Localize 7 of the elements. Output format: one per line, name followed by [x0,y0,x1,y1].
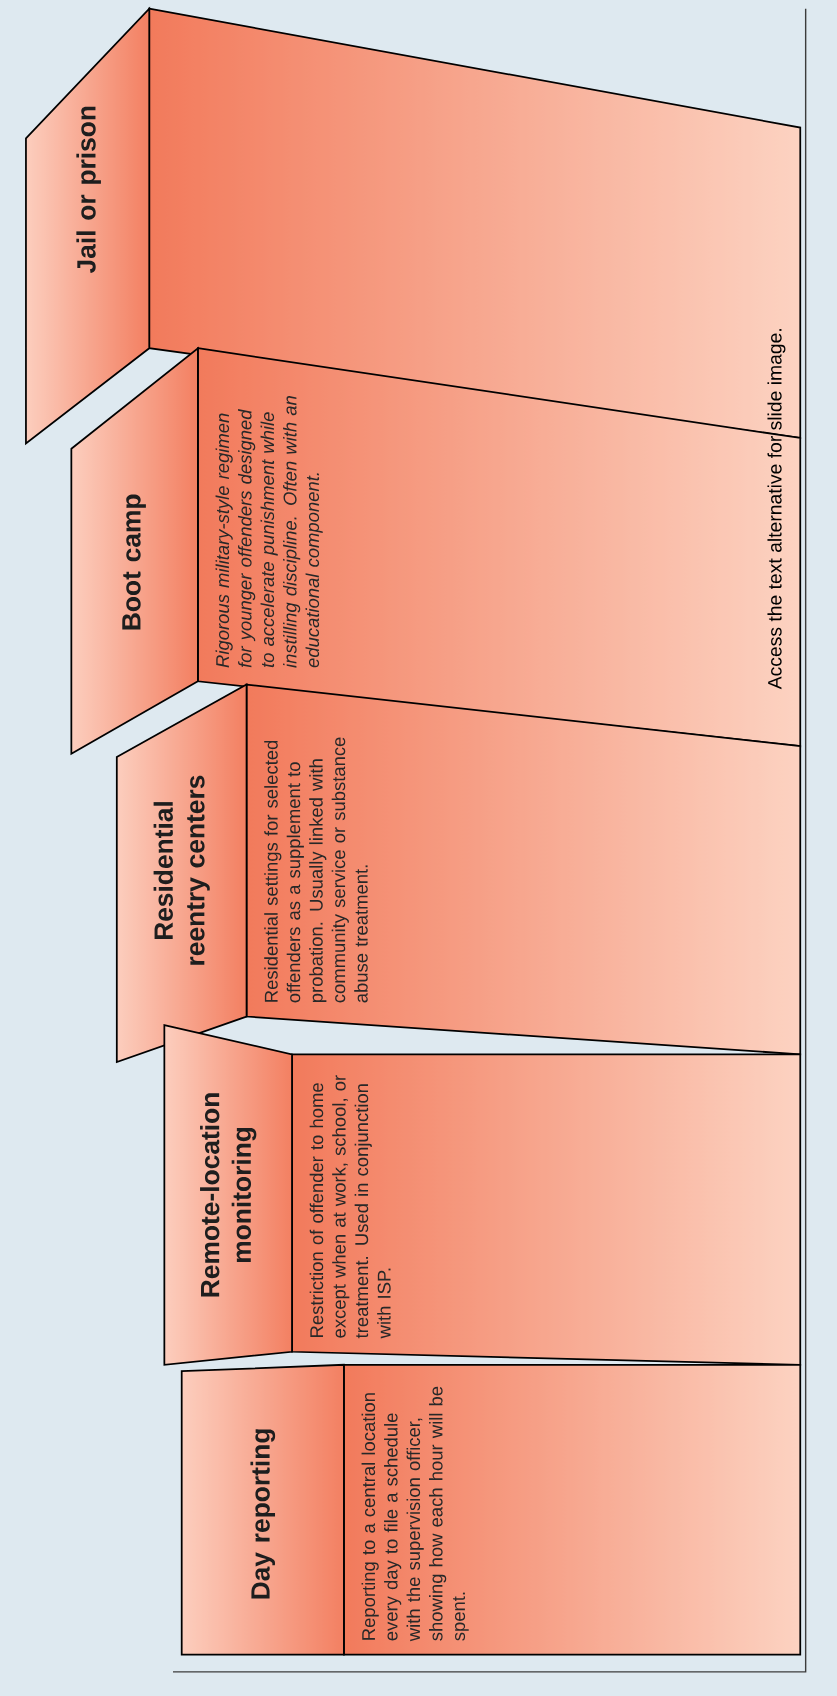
step-box: Remote-location monitoring Restriction of offender to home except when at work, school, or treatment. Used in conjunction with ISP. [163,1024,802,1366]
node-label: Boot camp [122,494,146,630]
step-box: Day reporting Reporting to a central location every day to file a schedule with the supervision officer, showing how each hour will be spent. [180,1363,802,1656]
node-label: Residential reentry centers [153,775,210,965]
node-label: Day reporting [250,1429,276,1599]
node-label: Remote-location monitoring [200,1093,257,1297]
node-label: Jail or prison [76,106,101,274]
